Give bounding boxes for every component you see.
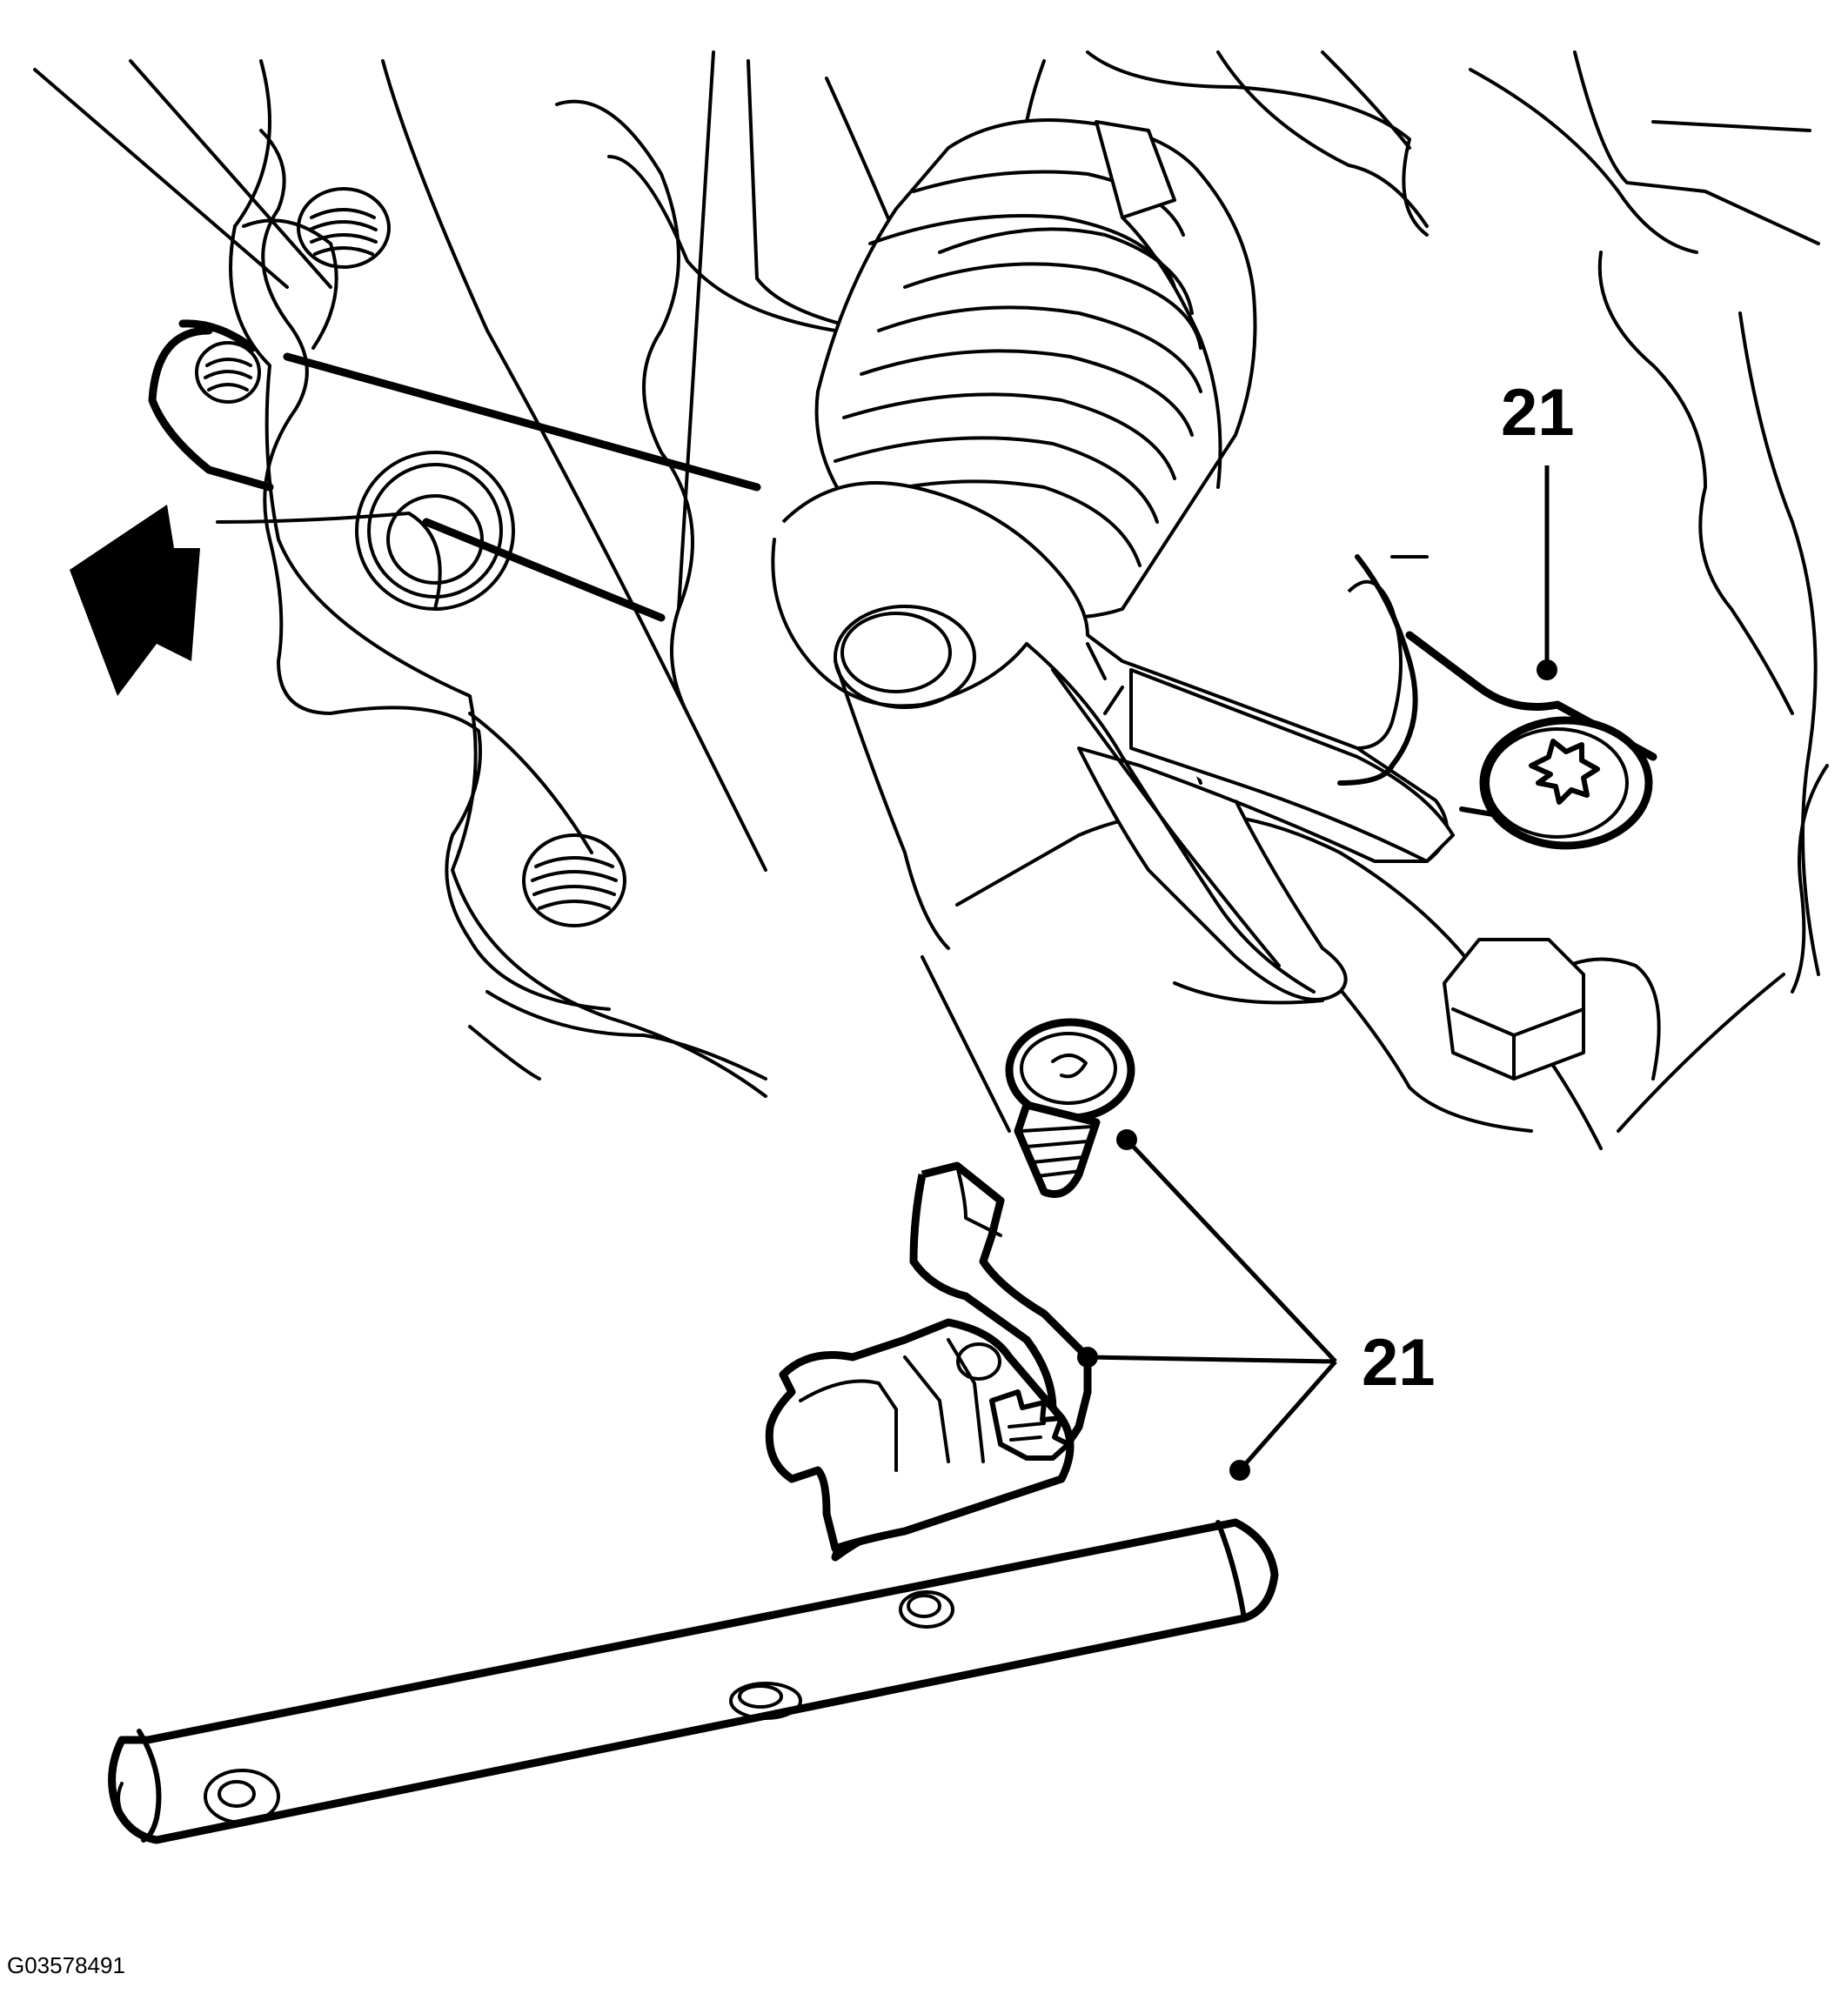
gearbox-housing bbox=[33, 50, 1829, 1150]
callout-label-upper: 21 bbox=[1501, 376, 1575, 450]
rod-hole-left bbox=[204, 1769, 280, 1824]
installed-torx-bolt bbox=[1479, 716, 1653, 850]
hex-bolt bbox=[1443, 938, 1661, 1081]
installed-clip bbox=[1337, 554, 1657, 838]
selector-lever bbox=[771, 481, 1455, 1001]
rod-hole-middle bbox=[729, 1682, 802, 1720]
threaded-hole-lower bbox=[522, 833, 626, 927]
upper-shift-rod bbox=[148, 319, 761, 622]
torx-screw bbox=[1005, 1018, 1135, 1198]
arrow-up-left-icon bbox=[70, 505, 200, 696]
callout-leaders bbox=[1077, 465, 1557, 1481]
washer-ring bbox=[355, 451, 515, 611]
mounting-bracket bbox=[195, 129, 767, 1081]
rod-hole-right bbox=[899, 1590, 954, 1629]
retaining-clip bbox=[765, 1161, 1092, 1562]
shift-rod bbox=[108, 1518, 1279, 1844]
figure-reference-code: G03578491 bbox=[7, 1952, 125, 1978]
threaded-hole-top bbox=[297, 187, 391, 269]
threaded-hole-left bbox=[195, 341, 261, 404]
callout-label-lower: 21 bbox=[1362, 1326, 1436, 1400]
